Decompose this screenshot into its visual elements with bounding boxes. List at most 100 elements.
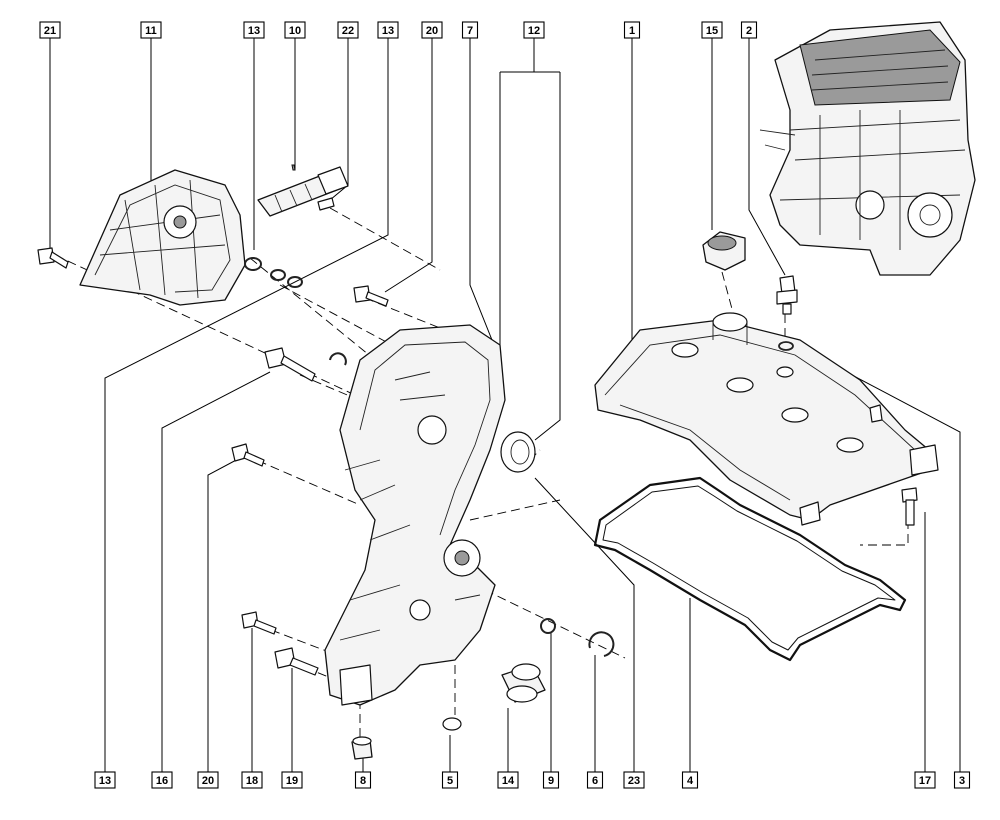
callout-box: [740, 21, 758, 39]
callout-c15: 15: [701, 21, 723, 39]
engine-assembly-thumbnail: [759, 21, 976, 276]
callout-box: [284, 21, 306, 39]
callout-box: [243, 21, 265, 39]
part-6-circlip: [588, 631, 615, 657]
callout-c23: 23: [623, 771, 645, 789]
part-21-bolt: [37, 247, 69, 269]
callout-number: 17: [919, 775, 931, 787]
callout-number: 14: [502, 775, 515, 787]
callout-box: [497, 771, 519, 789]
callout-number: 19: [286, 775, 298, 787]
callout-c19: 19: [281, 771, 303, 789]
callout-labels: 21 11 13 10 22 13 20 7 12 1 15 2 13 16 20 18 19 8 5 14 9 6 23 4…: [39, 21, 971, 789]
callout-c22: 22: [337, 21, 359, 39]
callout-box: [151, 771, 173, 789]
callout-number: 13: [99, 775, 111, 787]
callout-c21a: 21: [39, 21, 61, 39]
callout-c7: 7: [461, 21, 479, 39]
callout-c20a: 20: [421, 21, 443, 39]
callout-c10: 10: [284, 21, 306, 39]
callout-box: [701, 21, 723, 39]
callout-box: [542, 771, 560, 789]
callout-box: [461, 21, 479, 39]
callout-number: 6: [592, 775, 598, 787]
callout-number: 21: [44, 25, 56, 37]
part-18-bolt: [241, 611, 277, 635]
part-20-bolt-top: [353, 285, 389, 307]
callout-box: [623, 21, 641, 39]
callout-number: 1: [629, 25, 635, 37]
part-17-bolt: [901, 487, 918, 526]
part-7-timing-case: [324, 324, 506, 706]
callout-box: [586, 771, 604, 789]
part-12-oil-seal: [500, 431, 536, 473]
callout-box: [623, 771, 645, 789]
leader-7: [469, 38, 501, 361]
callout-c1: 1: [623, 21, 641, 39]
callout-number: 2: [746, 25, 752, 37]
part-14-bushing: [501, 663, 546, 703]
leader-13-bottom: [104, 38, 389, 772]
callout-number: 7: [467, 25, 473, 37]
callout-number: 4: [687, 775, 694, 787]
callout-number: 18: [246, 775, 258, 787]
part-4-gasket: [593, 476, 907, 662]
callout-box: [354, 771, 372, 789]
leader-2: [748, 38, 786, 276]
callout-c13a: 13: [243, 21, 265, 39]
leader-12-right: [534, 72, 561, 441]
callout-number: 22: [342, 25, 354, 37]
leader-23: [534, 477, 635, 772]
callout-c12: 12: [523, 21, 545, 39]
callout-box: [681, 771, 699, 789]
callout-c14: 14: [497, 771, 519, 789]
part-1-cylinder-head-cover: [594, 312, 939, 526]
callout-box: [523, 21, 545, 39]
callout-c5: 5: [441, 771, 459, 789]
callout-number: 23: [628, 775, 640, 787]
callout-number: 13: [382, 25, 394, 37]
part-8-plug: [351, 736, 373, 760]
callout-number: 16: [156, 775, 168, 787]
callout-number: 5: [447, 775, 453, 787]
part-3-o-ring: [778, 341, 794, 351]
callout-number: 20: [426, 25, 438, 37]
part-16-bolt: [264, 347, 316, 382]
callout-c8: 8: [354, 771, 372, 789]
callout-c20b: 20: [197, 771, 219, 789]
part-15-filler-cap: [702, 231, 746, 271]
part-20-bolt-lower: [231, 443, 265, 467]
callout-number: 13: [248, 25, 260, 37]
callout-c2: 2: [740, 21, 758, 39]
callout-number: 20: [202, 775, 214, 787]
part-19-bolt: [274, 647, 319, 676]
callout-box: [281, 771, 303, 789]
callout-box: [337, 21, 359, 39]
callout-c13b: 13: [377, 21, 399, 39]
callout-c9: 9: [542, 771, 560, 789]
callout-c18: 18: [241, 771, 263, 789]
callout-number: 11: [145, 25, 157, 37]
leader-lines: [49, 38, 961, 772]
part-2-valve: [776, 275, 798, 315]
callout-c17: 17: [914, 771, 936, 789]
callout-c11: 11: [140, 21, 162, 39]
callout-number: 3: [959, 775, 965, 787]
callout-box: [441, 771, 459, 789]
callout-number: 9: [548, 775, 554, 787]
callout-box: [197, 771, 219, 789]
callout-box: [421, 21, 443, 39]
callout-c13c: 13: [94, 771, 116, 789]
part-11-cover-plate: [79, 169, 246, 306]
leader-20-bottom: [207, 457, 241, 772]
callout-number: 10: [289, 25, 301, 37]
part-circlip-7: [329, 352, 347, 366]
callout-number: 15: [706, 25, 718, 37]
callout-number: 12: [528, 25, 540, 37]
callout-box: [39, 21, 61, 39]
callout-number: 8: [360, 775, 366, 787]
callout-box: [914, 771, 936, 789]
part-10-solenoid: [257, 164, 349, 217]
callout-c6: 6: [586, 771, 604, 789]
